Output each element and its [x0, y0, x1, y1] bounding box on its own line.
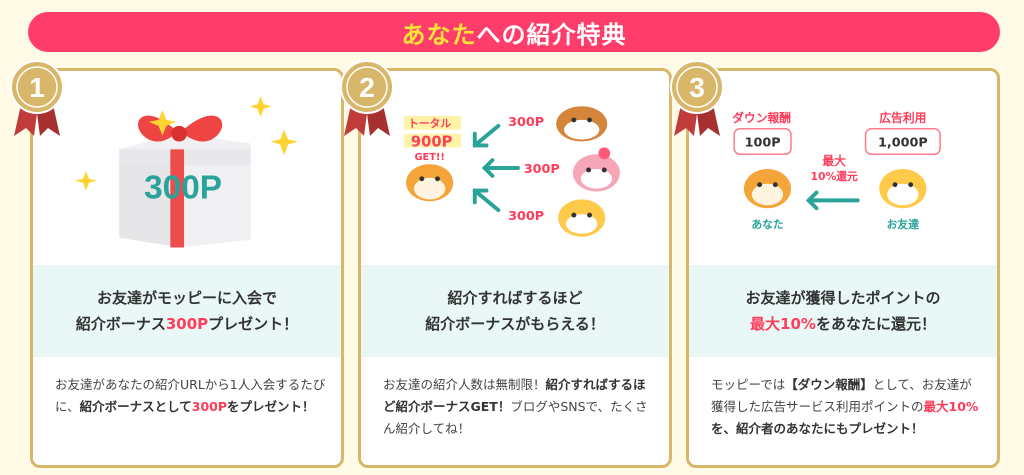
gift-box-illustration: 300P	[75, 96, 298, 248]
card-1-headline: お友達がモッピーに入会で 紹介ボーナス300Pプレゼント！	[33, 265, 341, 357]
you-mascot	[743, 168, 792, 209]
svg-text:最大: 最大	[822, 154, 846, 168]
section-title-banner: あなたへの紹介特典	[28, 12, 1000, 52]
svg-text:300P: 300P	[524, 162, 560, 177]
svg-text:ダウン報酬: ダウン報酬	[732, 111, 791, 125]
svg-text:トータル: トータル	[408, 117, 451, 130]
friend-mascot	[879, 168, 927, 209]
medal-icon: 3	[670, 60, 724, 136]
medal-icon: 1	[10, 60, 64, 136]
benefit-card-2: トータル 900P GET!! 300P 300P 300P	[358, 68, 672, 468]
svg-text:あなた: あなた	[751, 218, 784, 231]
sparkle-icon	[75, 170, 97, 191]
benefit-card-3: ダウン報酬 100P 広告利用 1,000P 最大 10%還元 あなた お友達 …	[686, 68, 1000, 468]
hamster-mascot	[556, 106, 608, 142]
pink-squirrel-mascot	[572, 147, 620, 192]
down-reward-illustration: ダウン報酬 100P 広告利用 1,000P 最大 10%還元 あなた お友達	[732, 111, 941, 231]
svg-text:1,000P: 1,000P	[878, 135, 928, 150]
squirrel-mascot	[406, 164, 454, 202]
left-points-bubble	[733, 128, 792, 156]
svg-text:300P: 300P	[508, 209, 544, 224]
svg-text:100P: 100P	[745, 135, 781, 150]
svg-text:900P: 900P	[411, 133, 453, 150]
card-1-description: お友達があなたの紹介URLから1人入会するたびに、紹介ボーナスとして300Pをプ…	[55, 377, 326, 414]
arrow-left-icon	[805, 190, 860, 211]
referral-chain-illustration: トータル 900P GET!! 300P 300P 300P	[404, 106, 620, 237]
card-2-description: お友達の紹介人数は無制限！紹介すればするほど紹介ボーナスGET！ブログやSNSで…	[383, 377, 648, 436]
gift-points: 300P	[144, 169, 222, 206]
card-3-description: モッピーでは【ダウン報酬】として、お友達が獲得した広告サービス利用ポイントの最大…	[711, 377, 979, 436]
svg-text:GET!!: GET!!	[414, 152, 444, 163]
svg-text:1: 1	[29, 72, 45, 103]
svg-text:広告利用: 広告利用	[879, 111, 926, 125]
svg-text:300P: 300P	[508, 115, 544, 130]
banner-highlight: あなた	[401, 20, 477, 49]
card-3-headline: お友達が獲得したポイントの 最大10%をあなたに還元！	[689, 265, 997, 357]
banner-rest: への紹介特典	[476, 20, 627, 49]
sparkle-icon	[148, 110, 177, 136]
benefit-card-1: 300P お友達がモッピーに入会で 紹介ボーナス300Pプレゼント！ お友達があ…	[30, 68, 344, 468]
arrow-icon	[472, 123, 520, 213]
card-2-headline: 紹介すればするほど 紹介ボーナスがもらえる！	[361, 265, 669, 357]
yellow-squirrel-mascot	[558, 199, 606, 237]
sparkle-icon	[270, 129, 298, 156]
svg-text:10%還元: 10%還元	[811, 170, 859, 183]
medal-icon: 2	[340, 60, 394, 136]
svg-text:3: 3	[689, 72, 705, 103]
svg-text:お友達: お友達	[887, 218, 920, 231]
svg-text:2: 2	[359, 72, 375, 103]
sparkle-icon	[249, 96, 272, 117]
right-points-bubble	[864, 128, 941, 156]
